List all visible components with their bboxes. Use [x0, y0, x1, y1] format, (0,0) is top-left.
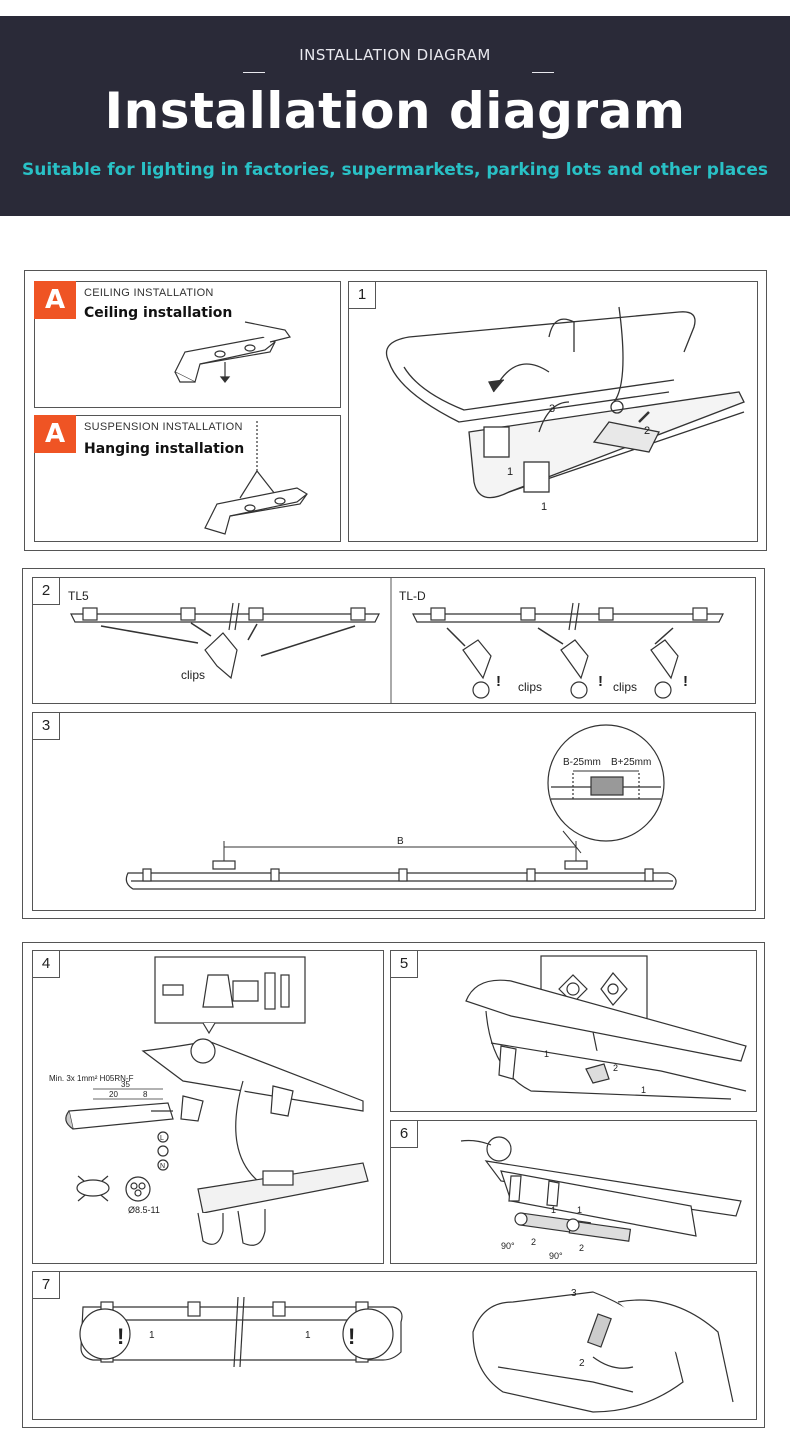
kicker-text: INSTALLATION DIAGRAM: [299, 46, 491, 64]
step6-angle-2: 90°: [549, 1251, 563, 1261]
step7-warn-left: !: [117, 1324, 124, 1349]
step4-len35: 35: [121, 1080, 130, 1089]
step3-spacing-illustration: B B-25mm B+25mm: [125, 724, 677, 890]
step7-marker-2: 2: [579, 1358, 585, 1369]
step4-len20: 20: [109, 1090, 118, 1099]
ceiling-bracket-illustration: [174, 321, 292, 383]
step6-marker-2a: 2: [531, 1237, 536, 1247]
step-number-6: 6: [391, 1121, 418, 1148]
badge-a-suspension: A: [34, 415, 76, 453]
step5-marker-2: 2: [613, 1063, 618, 1073]
step7-marker-1b: 1: [305, 1330, 311, 1341]
step4-diameter: Ø8.5-11: [128, 1205, 160, 1215]
step6-marker-1a: 1: [551, 1205, 556, 1215]
step7-marker-3: 3: [571, 1288, 577, 1299]
panel-step-1: 3 2 1 1: [348, 281, 758, 542]
step1-marker-1b: 1: [541, 501, 547, 513]
step1-wiring-illustration: 3 2 1 1: [385, 306, 745, 513]
step6-angle-1: 90°: [501, 1241, 515, 1251]
step4-cable-spec: Min. 3x 1mm² H05RN-F: [49, 1074, 134, 1083]
step2-tld-label: TL-D: [399, 589, 426, 603]
page-title: Installation diagram: [104, 82, 686, 140]
panel-ceiling-installation: [34, 281, 341, 408]
step2-clips-label-1: clips: [181, 668, 205, 682]
step7-close-illustration: ! ! 1 1 3 2: [79, 1288, 734, 1413]
step2-clips-label-3: clips: [613, 680, 637, 694]
step-number-4: 4: [33, 951, 60, 978]
suspension-label: Hanging installation: [84, 441, 245, 457]
step-number-3: 3: [33, 713, 60, 740]
step2-warn-2: !: [598, 673, 603, 690]
step2-clips-label-2: clips: [518, 680, 542, 694]
panel-step-4: Min. 3x 1mm² H05RN-F 35 20 8 L N Ø8.5-11: [32, 950, 384, 1264]
step7-marker-1a: 1: [149, 1330, 155, 1341]
step5-endcap-illustration: 1 1 2: [465, 955, 747, 1100]
step4-len8: 8: [143, 1090, 148, 1099]
step1-marker-3: 3: [549, 403, 555, 415]
step1-marker-2: 2: [644, 425, 650, 437]
suspension-bracket-illustration: [204, 421, 308, 535]
step7-warn-right: !: [348, 1324, 355, 1349]
step-number-2: 2: [33, 578, 60, 605]
step2-warn-3: !: [683, 673, 688, 690]
step-number-1: 1: [349, 282, 376, 309]
step4-terminal-l: L: [160, 1135, 164, 1142]
step4-terminal-n: N: [160, 1163, 165, 1170]
step5-marker-1a: 1: [544, 1049, 549, 1059]
kicker-line-left: [243, 72, 265, 73]
suspension-caption: SUSPENSION INSTALLATION: [84, 421, 243, 433]
kicker-line-right: [532, 72, 554, 73]
panel-step-6: 90° 90° 2 2 1 1: [390, 1120, 757, 1264]
ceiling-label: Ceiling installation: [84, 305, 233, 321]
step3-dim-b: B: [397, 836, 404, 847]
step2-warn-1: !: [496, 673, 501, 690]
ceiling-caption: CEILING INSTALLATION: [84, 287, 214, 299]
header-banner: [0, 16, 790, 216]
step1-marker-1a: 1: [507, 466, 513, 478]
step2-tl5-label: TL5: [68, 589, 89, 603]
panel-step-3: B B-25mm B+25mm: [32, 712, 756, 911]
step2-clips-illustration: TL5 TL-D clips clips clips ! ! !: [68, 578, 724, 703]
step-number-7: 7: [33, 1272, 60, 1299]
panel-step-2: TL5 TL-D clips clips clips ! ! !: [32, 577, 756, 704]
page-subtitle: Suitable for lighting in factories, supe…: [22, 160, 768, 180]
panel-step-7: ! ! 1 1 3 2: [32, 1271, 757, 1420]
step3-dim-minus: B-25mm: [563, 757, 601, 768]
step6-marker-1b: 1: [577, 1205, 582, 1215]
badge-a-ceiling: A: [34, 281, 76, 319]
step3-dim-plus: B+25mm: [611, 757, 651, 768]
step-number-5: 5: [391, 951, 418, 978]
panel-step-5: 1 1 2: [390, 950, 757, 1112]
step6-marker-2b: 2: [579, 1243, 584, 1253]
step6-tube-illustration: 90° 90° 2 2 1 1: [460, 1136, 742, 1261]
panel-suspension-installation: [34, 415, 341, 542]
step5-marker-1b: 1: [641, 1085, 646, 1095]
step4-cable-illustration: Min. 3x 1mm² H05RN-F 35 20 8 L N Ø8.5-11: [49, 956, 369, 1246]
